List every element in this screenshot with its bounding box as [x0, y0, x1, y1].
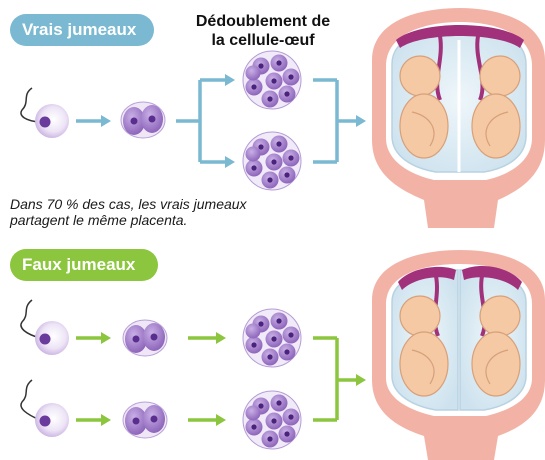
split-connector [176, 80, 227, 162]
morula-icon [243, 132, 301, 190]
morula-icon [243, 309, 301, 367]
arrow [76, 414, 111, 426]
uterus-twins-icon [372, 8, 545, 228]
note-line-1: Dans 70 % des cas, les vrais jumeaux [10, 196, 310, 212]
identical-twins-badge: Vrais jumeaux [10, 14, 154, 46]
morula-icon [243, 391, 301, 449]
two-cell-embryo-icon [123, 402, 167, 438]
egg-cell-icon [35, 403, 69, 437]
heading-line-1: Dédoublement de [188, 12, 338, 31]
merge-connector [313, 80, 358, 162]
heading-line-2: la cellule-œuf [188, 31, 338, 50]
cell-division-heading: Dédoublement de la cellule-œuf [188, 12, 338, 50]
two-cell-embryo-icon [123, 320, 167, 356]
note-line-2: partagent le même placenta. [10, 212, 310, 228]
placenta-note: Dans 70 % des cas, les vrais jumeaux par… [10, 196, 310, 228]
arrow [188, 414, 226, 426]
arrow [188, 332, 226, 344]
uterus-twins-icon [372, 250, 545, 460]
merge-connector [313, 338, 358, 420]
arrow [76, 115, 111, 127]
arrow [76, 332, 111, 344]
two-cell-embryo-icon [121, 102, 165, 138]
egg-cell-icon [35, 321, 69, 355]
morula-icon [243, 51, 301, 109]
fraternal-twins-badge: Faux jumeaux [10, 249, 158, 281]
egg-cell-icon [35, 104, 69, 138]
